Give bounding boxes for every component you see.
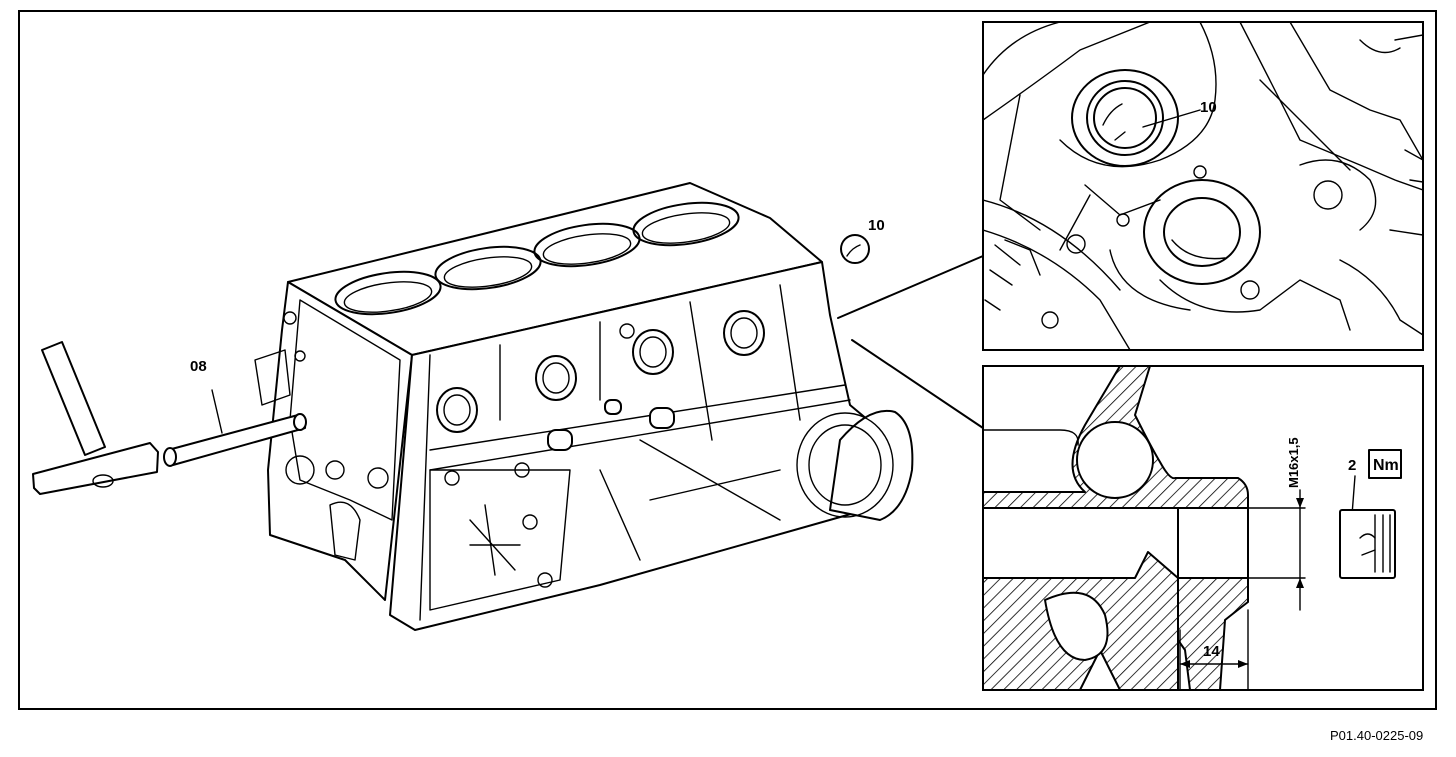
plug-screw-icon — [1339, 509, 1396, 579]
outer-frame — [18, 10, 1437, 710]
callout-plug-detail-label: 10 — [1200, 99, 1217, 116]
callout-plug-label: 10 — [868, 217, 885, 234]
torque-unit-label: Nm — [1373, 457, 1399, 474]
detail-panel-top: 10 — [982, 21, 1424, 351]
section-plug — [1076, 421, 1154, 499]
block-side-bosses — [436, 310, 765, 451]
block-front-face — [267, 281, 413, 601]
cylinder-bores — [334, 201, 740, 316]
detail-panel-bottom: M16x1,5 14 Nm 2 — [982, 365, 1424, 691]
leader-top — [837, 255, 984, 319]
figure-ref: P01.40-0225-09 — [1330, 728, 1423, 743]
torque-unit-box — [1368, 449, 1402, 479]
drift-tool-08: 08 — [163, 358, 307, 467]
callout-drift-label: 08 — [190, 358, 207, 375]
rear-flange — [829, 409, 914, 521]
leader-bottom — [851, 339, 984, 429]
thread-size-label: M16x1,5 — [1286, 437, 1301, 488]
engine-block — [254, 182, 914, 631]
torque-value-label: 2 — [1348, 457, 1356, 474]
depth-label: 14 — [1203, 643, 1220, 660]
plug-part-10: 10 — [840, 217, 885, 264]
hammer — [32, 341, 159, 495]
